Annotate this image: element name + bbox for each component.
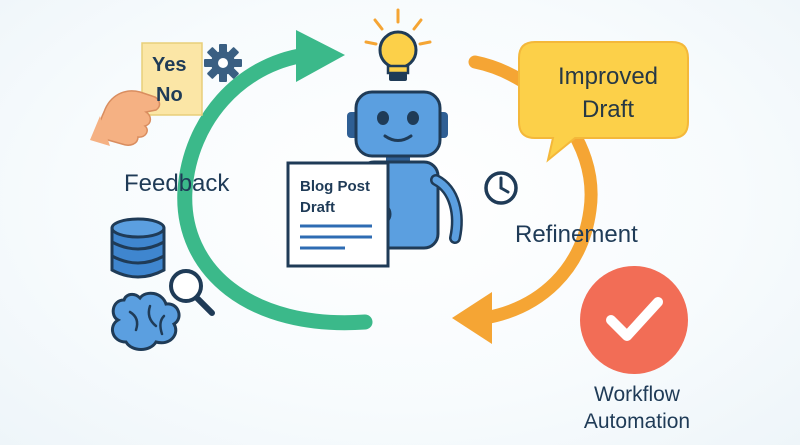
feedback-arrow [177, 30, 373, 331]
note-no-label: No [156, 84, 183, 106]
note-yes-label: Yes [152, 54, 187, 76]
clock-icon [484, 171, 518, 205]
refinement-label: Refinement [515, 221, 638, 248]
gear-icon [204, 44, 242, 82]
hand-icon [90, 90, 161, 146]
draft-document [286, 161, 390, 268]
improved-draft-text: Improved Draft [557, 63, 659, 123]
checkmark-icon [580, 266, 688, 374]
database-icon [110, 217, 166, 279]
workflow-automation-label: Workflow Automation [583, 383, 691, 433]
draft-title: Blog Post Draft [300, 178, 370, 216]
magnifier-icon [169, 269, 215, 316]
brain-icon [110, 291, 181, 351]
lightbulb-icon [364, 8, 432, 81]
improved-draft-bubble [518, 41, 689, 163]
feedback-label: Feedback [124, 170, 230, 197]
